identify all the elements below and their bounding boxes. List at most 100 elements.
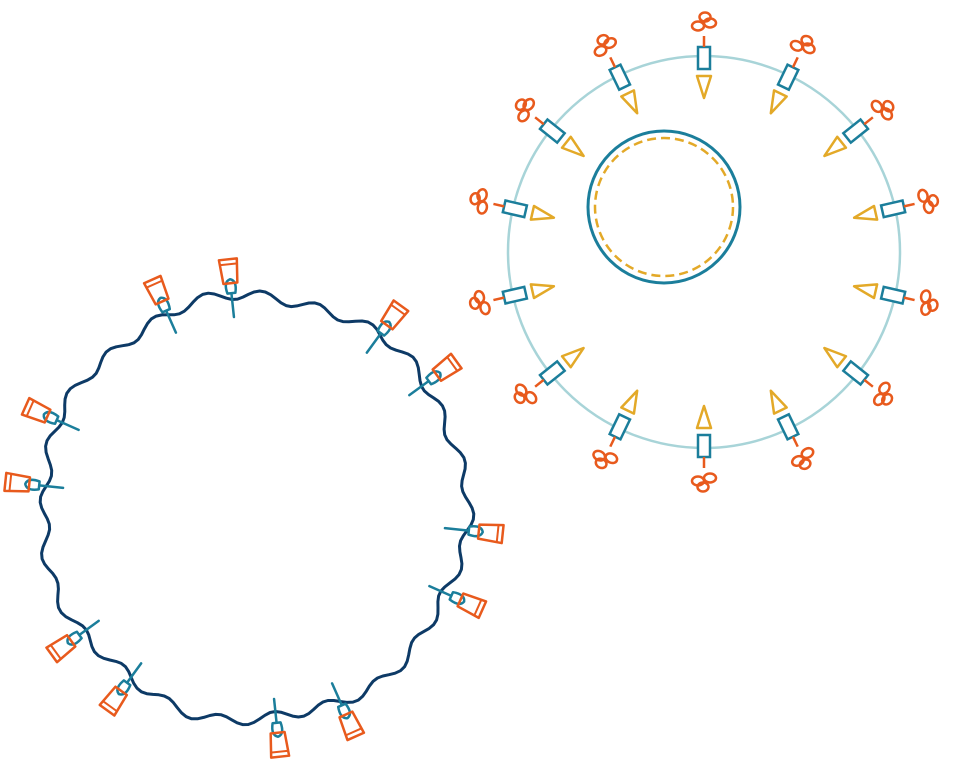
receptor-stalk: [37, 484, 65, 490]
receptor-cup-rim: [145, 279, 163, 289]
receptor-stalk: [230, 291, 236, 319]
antenna: [769, 389, 815, 471]
receptor-stalk: [164, 309, 178, 334]
receptor-cup-rim: [390, 303, 406, 316]
antenna: [593, 33, 639, 115]
receptor: [217, 257, 239, 319]
antenna: [514, 97, 585, 158]
receptor: [45, 619, 100, 664]
antenna: [823, 99, 895, 158]
receptor: [365, 299, 410, 354]
antenna-stem: [609, 56, 617, 68]
knot-loop: [698, 11, 712, 23]
triangle-marker: [852, 283, 879, 300]
receptor-cup: [3, 471, 32, 493]
triangle-marker: [529, 283, 556, 300]
receptor-head: [224, 278, 237, 295]
antenna-stem: [493, 202, 505, 208]
antenna-stem: [863, 116, 874, 126]
antenna: [852, 188, 940, 221]
receptor-cup-rim: [102, 700, 118, 713]
receptor-cup: [45, 633, 77, 664]
receptor-cup-rim: [219, 262, 238, 267]
triangle-marker: [620, 389, 639, 415]
antenna-stem: [903, 296, 915, 302]
receptor-cup: [269, 730, 291, 759]
knot-loop: [594, 457, 608, 470]
triangle-marker: [769, 89, 788, 115]
knot-loop: [514, 98, 528, 112]
receptor-cup: [98, 685, 129, 717]
receptor-stalk: [365, 332, 383, 354]
receptor-stalk: [408, 379, 430, 397]
knot-loop: [596, 33, 610, 46]
wavy-membrane: [38, 289, 476, 727]
antenna-stem: [534, 378, 545, 388]
receptor-cup-rim: [473, 599, 483, 617]
antenna: [690, 11, 718, 100]
receptor-cup: [456, 592, 488, 620]
receptor-head: [467, 525, 484, 538]
knot-loop: [800, 34, 814, 47]
right-particle: [468, 11, 940, 493]
teal-block: [841, 359, 870, 387]
antenna: [592, 389, 639, 470]
antenna-stem: [791, 436, 799, 448]
antenna-stem: [863, 378, 874, 388]
receptor-cup-rim: [446, 356, 459, 372]
antenna: [769, 34, 816, 115]
receptor: [443, 523, 505, 545]
antenna: [469, 188, 556, 221]
receptor-cup: [20, 396, 52, 424]
teal-block: [696, 433, 712, 459]
antenna-stem: [791, 56, 799, 68]
receptor-stalk: [272, 697, 278, 725]
receptor-stalk: [78, 619, 100, 637]
teal-block: [607, 63, 632, 92]
inner-core-ring: [586, 129, 742, 285]
receptor-head: [24, 478, 41, 491]
antenna-stem: [903, 202, 915, 208]
receptor-stalk: [443, 526, 471, 532]
knot-loop: [927, 298, 939, 312]
receptor-cup-rim: [25, 399, 35, 417]
triangle-marker: [769, 389, 788, 415]
receptor-head: [271, 721, 284, 738]
receptor-stalk: [125, 662, 143, 684]
receptor-stalk: [55, 418, 80, 432]
receptor: [98, 662, 143, 717]
receptor-cup-rim: [8, 473, 13, 492]
knot-loop: [469, 192, 481, 206]
teal-block: [696, 45, 712, 71]
antenna: [823, 346, 894, 407]
receptor-cup: [379, 299, 410, 331]
knot-loop: [513, 391, 526, 405]
receptor: [330, 682, 366, 742]
knot-loop: [927, 193, 940, 208]
antenna: [690, 404, 718, 493]
antenna-stem: [534, 116, 545, 126]
antenna-stem: [493, 296, 505, 302]
triangle-marker: [852, 204, 879, 221]
knot-loop: [880, 392, 894, 406]
knot-loop: [798, 458, 812, 471]
teal-block: [538, 359, 567, 387]
receptor-cup: [142, 274, 170, 306]
receptor-stalk: [428, 584, 453, 598]
receptor-cup: [338, 710, 366, 742]
receptor: [3, 471, 65, 493]
receptor: [142, 274, 178, 334]
triangle-marker: [620, 89, 639, 115]
receptor-cup-rim: [495, 524, 500, 543]
triangle-marker: [560, 346, 585, 369]
antenna-stem: [609, 436, 617, 448]
antenna: [852, 283, 939, 316]
knot-loop: [882, 99, 895, 113]
receptor: [20, 396, 80, 432]
triangle-marker: [560, 135, 585, 158]
left-vesicle: [3, 257, 505, 759]
antenna: [468, 283, 556, 316]
receptor-stalk: [330, 682, 344, 707]
knot-loop: [696, 481, 710, 493]
